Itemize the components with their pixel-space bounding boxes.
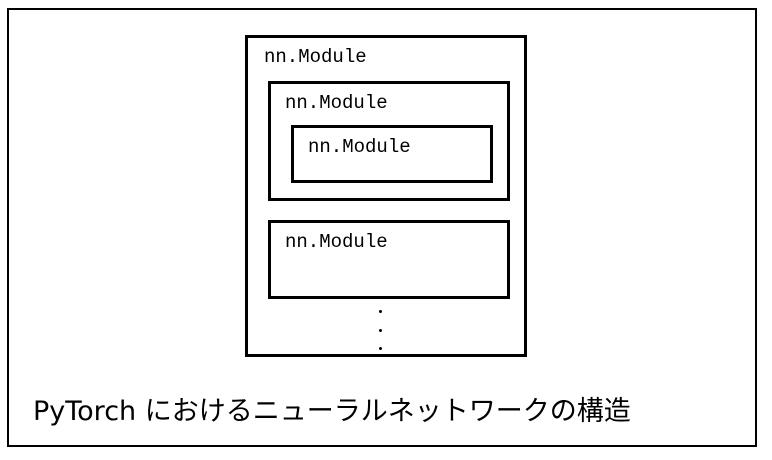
vertical-ellipsis-icon <box>374 310 386 350</box>
ellipsis-dot <box>378 347 382 350</box>
ellipsis-dot <box>378 328 382 332</box>
module-label-outer: nn.Module <box>264 46 367 68</box>
module-label-child-2: nn.Module <box>285 231 388 253</box>
module-box-child-1: nn.Module nn.Module <box>268 81 510 201</box>
figure-caption: PyTorch におけるニューラルネットワークの構造 <box>33 396 631 427</box>
module-label-grandchild: nn.Module <box>308 136 411 158</box>
figure-frame: nn.Module nn.Module nn.Module nn.Module <box>7 8 757 447</box>
module-box-grandchild: nn.Module <box>291 125 493 183</box>
module-box-outer: nn.Module nn.Module nn.Module nn.Module <box>245 35 527 357</box>
module-label-child-1: nn.Module <box>285 92 388 114</box>
module-box-child-2: nn.Module <box>268 220 510 299</box>
ellipsis-dot <box>378 310 382 313</box>
